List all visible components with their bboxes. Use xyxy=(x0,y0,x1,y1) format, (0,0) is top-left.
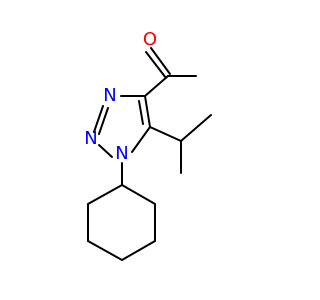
bond-c5-c4-a xyxy=(144,95,151,128)
bond-ipr-me-up xyxy=(180,114,212,142)
atom-labels: O N N N xyxy=(84,29,157,164)
cyclohexane-ring xyxy=(87,183,156,262)
bond-n3-n2-b xyxy=(98,107,109,135)
atom-label-n3: N xyxy=(103,85,116,106)
bond-c5-c4-b xyxy=(138,100,144,125)
bond-n2-n1 xyxy=(98,144,113,158)
molecule-structure: O N N N xyxy=(84,29,212,262)
bond-c5-ipr xyxy=(149,126,182,142)
bond-n3-n2-a xyxy=(93,105,104,133)
bond-aldehyde-co-a xyxy=(150,47,171,75)
atom-label-n1: N xyxy=(115,143,128,164)
atom-label-oxygen: O xyxy=(143,29,157,50)
bond-n1-c5 xyxy=(131,126,151,153)
bonds xyxy=(87,47,212,262)
atom-label-n2: N xyxy=(84,128,97,149)
bond-c4-cho xyxy=(144,75,169,97)
bond-aldehyde-co-b xyxy=(145,51,167,79)
